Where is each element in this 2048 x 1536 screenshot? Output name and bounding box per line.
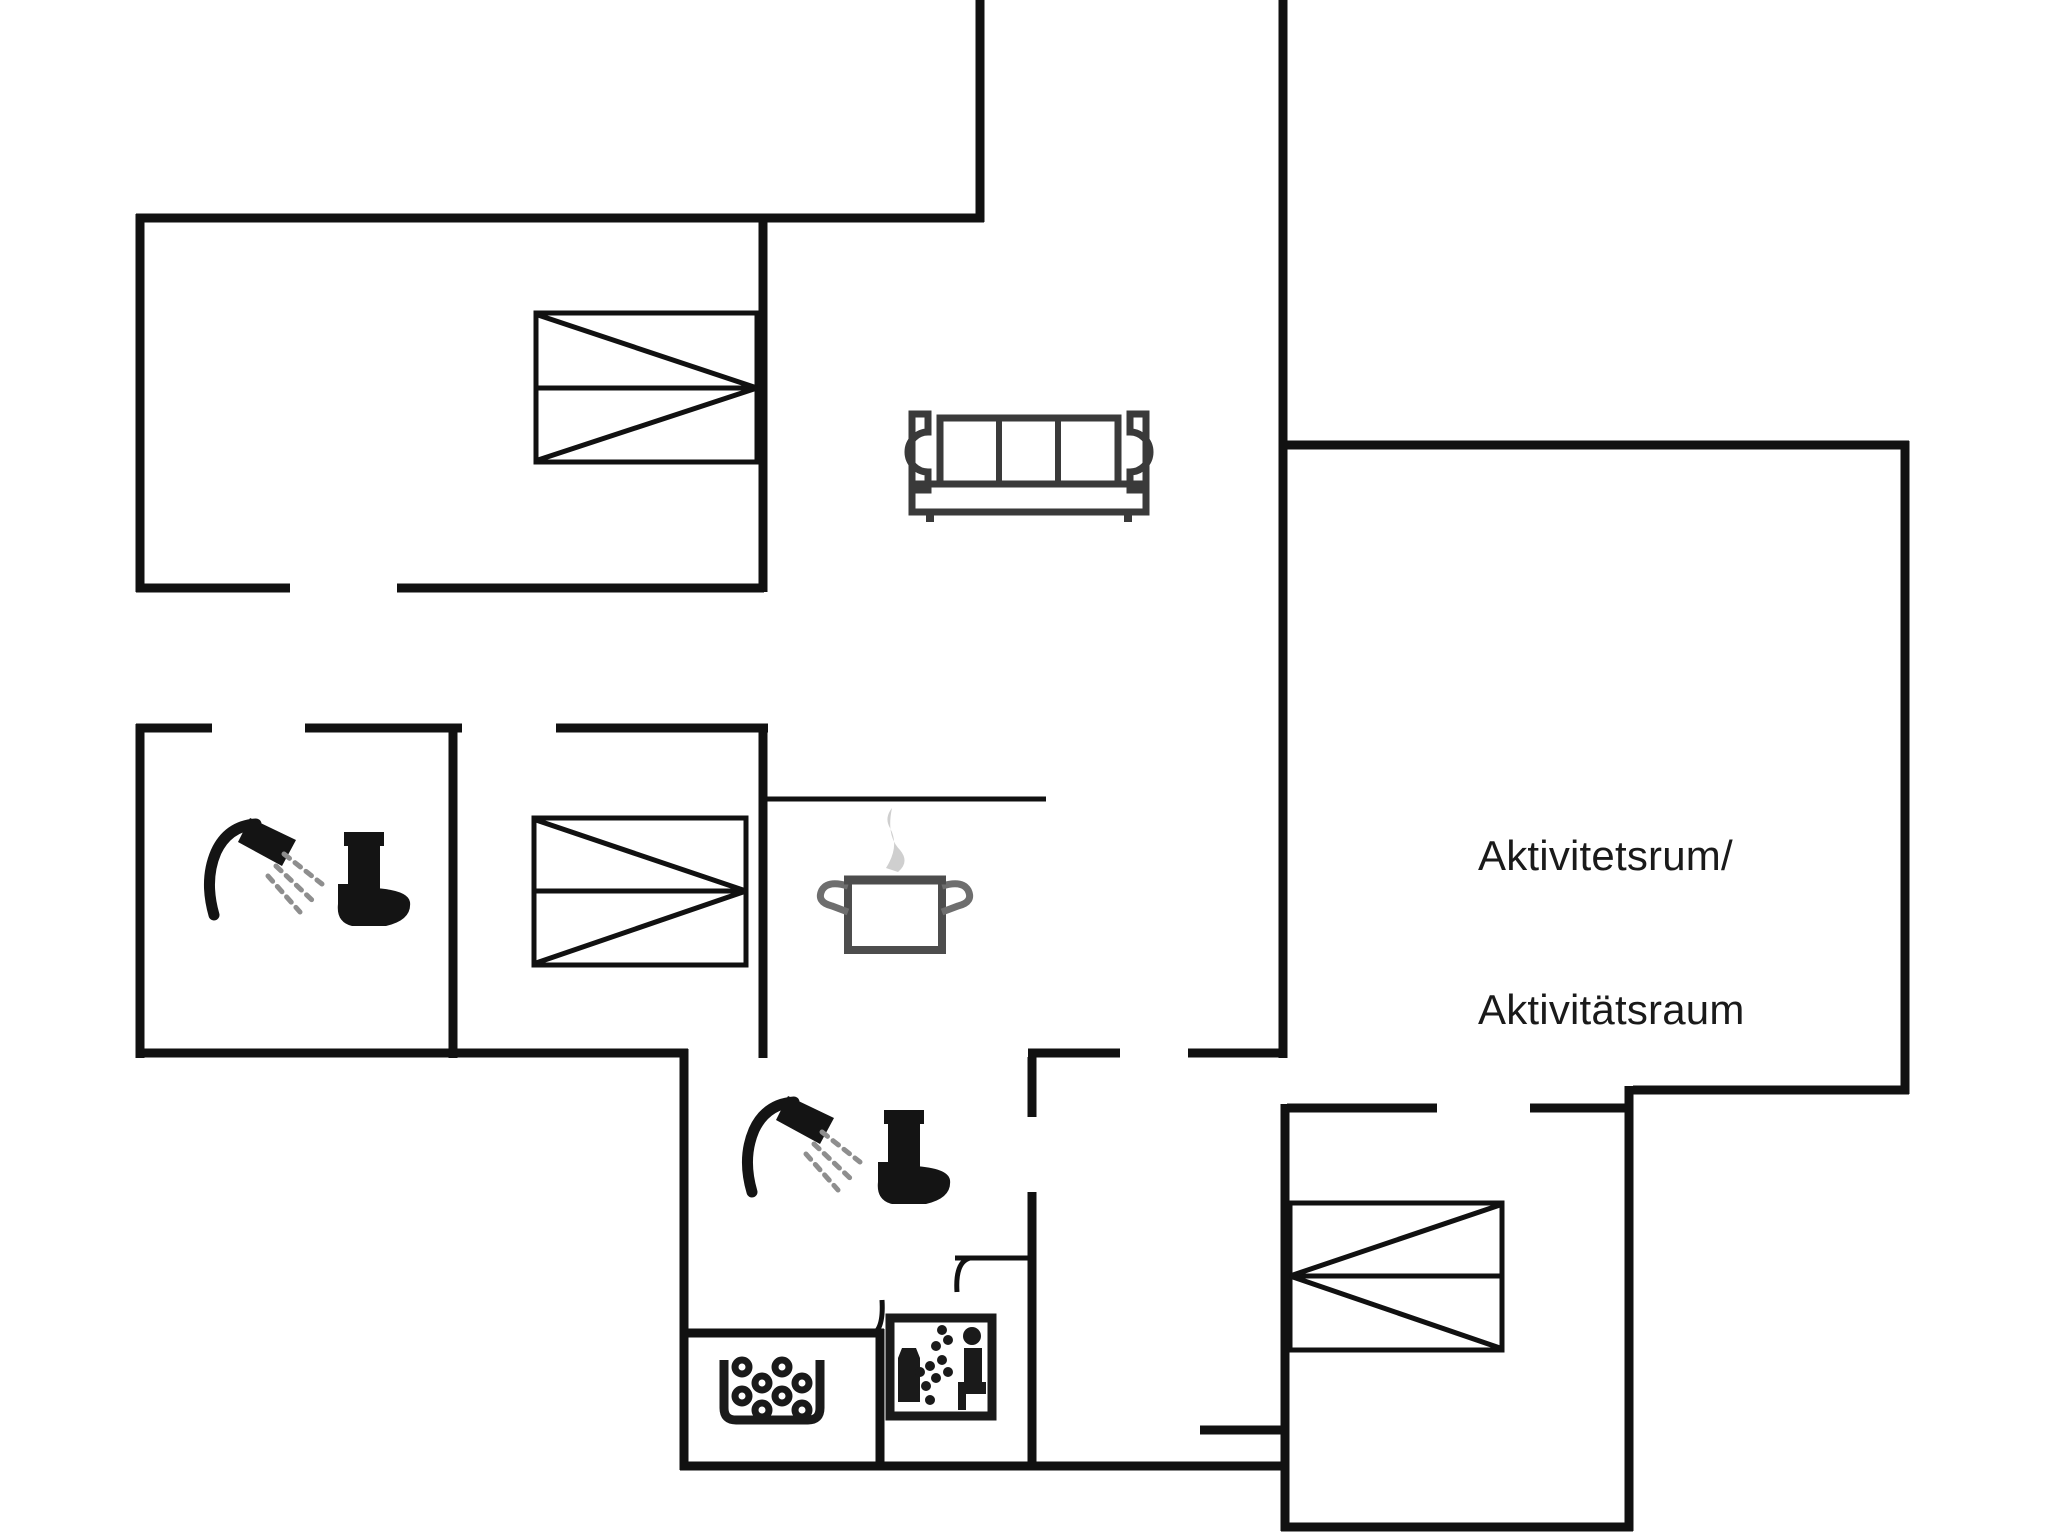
thin-wall-sauna-stove-hook	[869, 1299, 885, 1338]
thin-walls-group	[766, 796, 1046, 1338]
toilet-icon-2	[877, 1110, 951, 1204]
room-label-line-1: Aktivitetsrum/	[1478, 832, 1733, 880]
sofa-icon	[904, 410, 1154, 522]
bed-icon-3	[1287, 1200, 1505, 1353]
cooking-pot-icon	[816, 808, 974, 954]
toilet-icon-1	[337, 832, 411, 926]
room-label-aktivitetsrum: Aktivitetsrum/ Aktivitätsraum	[1478, 728, 1745, 1138]
room-label-line-2: Aktivitätsraum	[1478, 986, 1745, 1034]
sauna-stove-icon	[719, 1356, 825, 1425]
walls-group	[135, 0, 1910, 1532]
shower-icon-1	[203, 818, 325, 921]
bed-icon-2	[531, 815, 749, 968]
shower-icon-2	[741, 1096, 863, 1198]
bed-icon-1	[533, 310, 760, 465]
thin-wall-sauna-bench-hook-v	[954, 1255, 971, 1293]
sauna-bench-icon	[885, 1313, 997, 1421]
